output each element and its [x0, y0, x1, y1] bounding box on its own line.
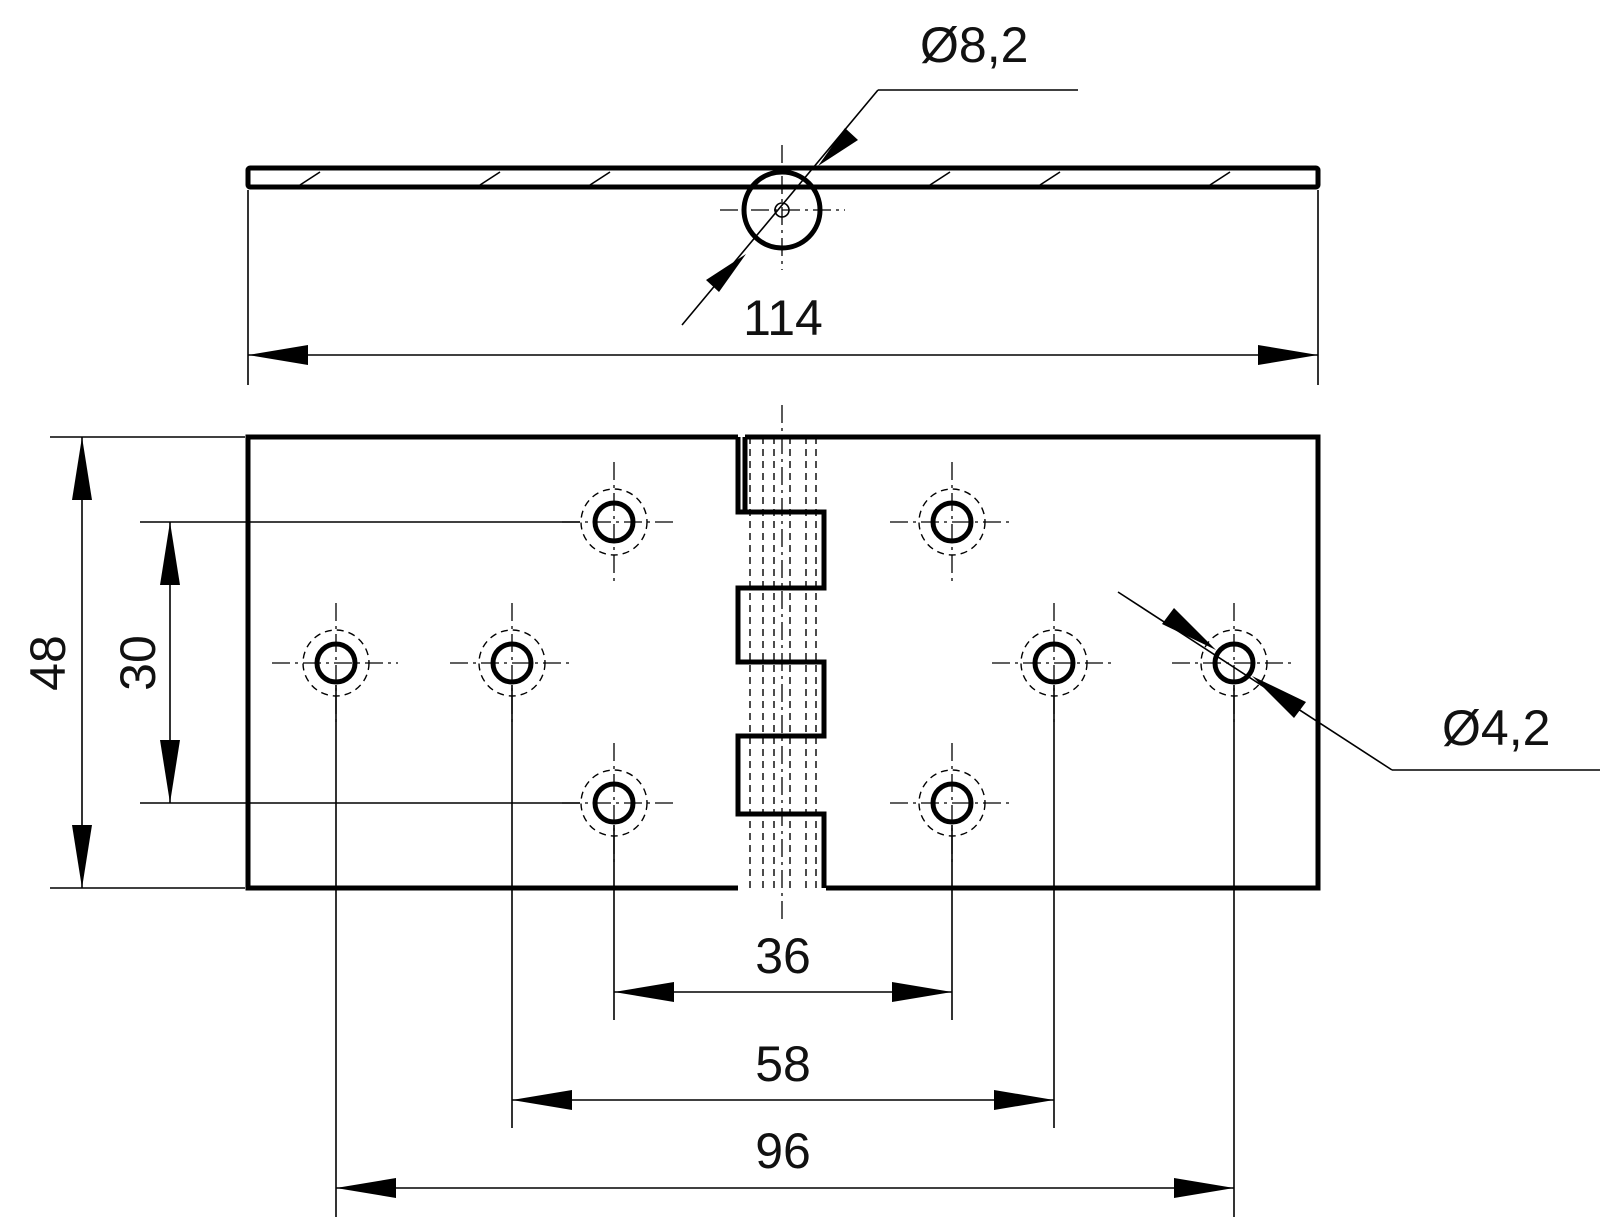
- hole-diameter-dimension: Ø4,2: [1117, 591, 1600, 771]
- dimension-arrowhead: [614, 982, 674, 1002]
- overall-height-label: 48: [20, 635, 76, 691]
- left-leaf-outline: [245, 434, 738, 891]
- inner-hole-spacing-dimension: 36: [613, 825, 953, 1020]
- outer-hole-spacing-dimension: 96: [335, 685, 1235, 1217]
- hole-diameter-label: Ø4,2: [1442, 700, 1550, 756]
- dimension-arrowhead: [1174, 1178, 1234, 1198]
- knuckle-interlock-outline: [735, 437, 827, 888]
- inner-hole-spacing-label: 36: [755, 928, 811, 984]
- screw-hole: [890, 462, 1014, 585]
- dimension-arrowhead: [706, 254, 746, 292]
- dimension-arrowhead: [72, 825, 92, 888]
- dimension-arrowhead: [248, 345, 308, 365]
- hinge-front-view: [245, 405, 1321, 920]
- middle-hole-spacing-dimension: 58: [511, 685, 1055, 1128]
- dimension-arrowhead: [1252, 676, 1306, 718]
- dimension-arrowhead: [160, 740, 180, 803]
- overall-width-dimension: 114: [247, 190, 1319, 385]
- dimension-arrowhead: [336, 1178, 396, 1198]
- dimension-arrowhead: [994, 1090, 1054, 1110]
- dimension-arrowhead: [512, 1090, 572, 1110]
- dimension-arrowhead: [1258, 345, 1318, 365]
- pin-diameter-label: Ø8,2: [920, 17, 1028, 73]
- dimension-arrowhead: [1162, 608, 1216, 650]
- pin-diameter-dimension: Ø8,2: [681, 17, 1078, 326]
- screw-hole: [562, 462, 674, 585]
- middle-hole-spacing-label: 58: [755, 1036, 811, 1092]
- screw-hole: [562, 743, 674, 866]
- dimension-arrowhead: [160, 522, 180, 585]
- screw-hole: [272, 603, 398, 726]
- hole-vertical-spacing-label: 30: [110, 635, 166, 691]
- leaf-bend-mark: [929, 171, 951, 186]
- leader-line: [1117, 591, 1393, 771]
- leaf-bend-mark: [1209, 171, 1231, 186]
- dimension-arrowhead: [892, 982, 952, 1002]
- outer-hole-spacing-label: 96: [755, 1123, 811, 1179]
- overall-height-dimension: 48: [20, 436, 245, 889]
- leaf-bend-mark: [299, 171, 321, 186]
- dimension-arrowhead: [818, 128, 858, 166]
- overall-width-label: 114: [743, 290, 823, 346]
- leaf-bend-mark: [589, 171, 611, 186]
- leaf-bend-mark: [1039, 171, 1061, 186]
- right-leaf-outline: [745, 434, 1321, 891]
- hole-vertical-spacing-dimension: 30: [110, 521, 580, 804]
- dimension-arrowhead: [72, 437, 92, 500]
- hinge-leaf-profile: [245, 165, 1321, 190]
- leaf-bend-mark: [479, 171, 501, 186]
- hinge-side-view: [245, 145, 1321, 270]
